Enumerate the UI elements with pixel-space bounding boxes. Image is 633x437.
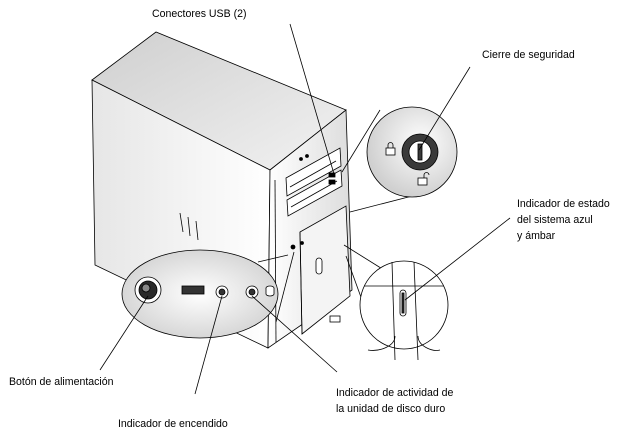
status-indicator-callout (343, 244, 449, 361)
security-lock-callout (341, 106, 458, 213)
leader-power-button (99, 295, 149, 371)
status-indicator-label-line3: y ámbar (517, 230, 556, 242)
leader-usb (289, 23, 335, 175)
unlocked-padlock-icon (417, 172, 430, 186)
hdd-bay-slot (315, 257, 323, 275)
leader-power-indicator (194, 295, 223, 395)
power-button-label: Botón de alimentación (9, 376, 114, 388)
hdd-symbol-icon (265, 285, 275, 297)
leader-lines (99, 23, 511, 395)
leader-hdd-activity (251, 295, 338, 373)
panel-slot (181, 285, 205, 295)
drive-bay-2 (286, 169, 343, 217)
hdd-activity-label-line1: Indicador de actividad de (336, 387, 454, 399)
control-panel-callout (121, 249, 295, 339)
status-indicator-label-line2: del sistema azul (517, 214, 593, 226)
hdd-activity-label-line2: la unidad de disco duro (336, 403, 446, 415)
locked-padlock-icon (385, 142, 396, 156)
drive-bay-1 (285, 147, 342, 197)
usb-connectors-label: Conectores USB (2) (152, 8, 247, 20)
status-indicator-label-line1: Indicador de estado (517, 198, 610, 210)
usb-connector-2 (328, 179, 336, 185)
security-lock-label: Cierre de seguridad (482, 49, 575, 61)
usb-connector-1 (328, 172, 336, 178)
leader-status-indicator (404, 217, 511, 301)
power-indicator-label: Indicador de encendido (118, 418, 228, 430)
leader-security-lock (418, 66, 471, 151)
